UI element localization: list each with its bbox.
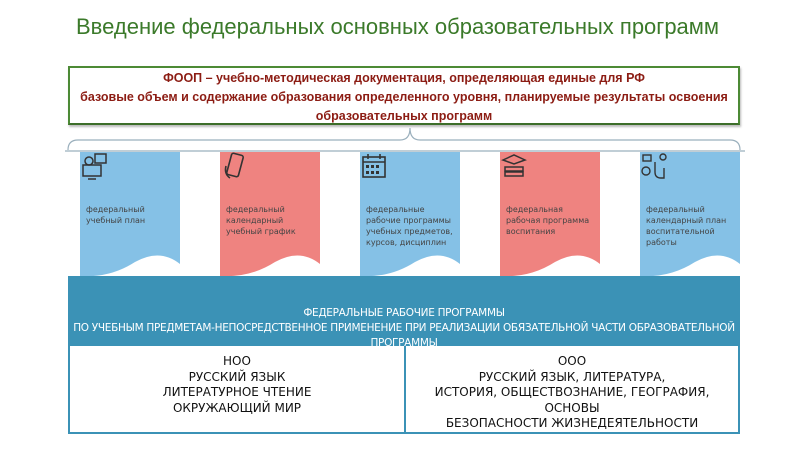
ooo-line: РУССКИЙ ЯЗЫК, ЛИТЕРАТУРА, <box>478 369 666 384</box>
band-subtitle: ПО УЧЕБНЫМ ПРЕДМЕТАМ-НЕПОСРЕДСТВЕННОЕ ПР… <box>73 322 735 349</box>
brace-connector <box>65 127 745 152</box>
component-ribbon: федеральный календарный план воспитатель… <box>640 152 740 278</box>
federal-programs-band: ФЕДЕРАЛЬНЫЕ РАБОЧИЕ ПРОГРАММЫ ПО УЧЕБНЫМ… <box>68 276 740 349</box>
ribbon-shape <box>80 152 180 277</box>
component-label: федеральная рабочая программа воспитания <box>506 205 590 236</box>
definition-line: ФООП – учебно-методическая документация,… <box>163 71 645 85</box>
ooo-line: ИСТОРИЯ, ОБЩЕСТВОЗНАНИЕ, ГЕОГРАФИЯ, ОСНО… <box>434 385 710 415</box>
calendar-icon <box>362 154 386 178</box>
smartphone-hand-icon <box>224 152 244 179</box>
ooo-line: БЕЗОПАСНОСТИ ЖИЗНЕДЕЯТЕЛЬНОСТИ <box>445 416 699 430</box>
component-ribbon: федеральная рабочая программа воспитания <box>500 152 600 278</box>
graduation-books-icon <box>501 154 527 177</box>
component-label: федеральный учебный план <box>86 205 146 225</box>
touch-network-icon <box>641 153 667 179</box>
noo-box: НОО РУССКИЙ ЯЗЫК ЛИТЕРАТУРНОЕ ЧТЕНИЕ ОКР… <box>68 346 405 434</box>
teacher-computer-icon <box>82 153 107 180</box>
component-ribbon: федеральный учебный план <box>80 152 180 278</box>
component-label: федеральный календарный учебный график <box>226 205 296 236</box>
ooo-line: ООО <box>557 354 587 368</box>
component-label: федеральные рабочие программы учебных пр… <box>366 205 453 247</box>
definition-box: ФООП – учебно-методическая документация,… <box>68 66 740 125</box>
noo-line: ЛИТЕРАТУРНОЕ ЧТЕНИЕ <box>162 385 312 399</box>
noo-line: НОО <box>223 354 251 368</box>
noo-line: РУССКИЙ ЯЗЫК <box>188 369 286 384</box>
band-title: ФЕДЕРАЛЬНЫЕ РАБОЧИЕ ПРОГРАММЫ <box>303 307 505 319</box>
slide-title: Введение федеральных основных образовате… <box>76 14 720 39</box>
definition-line: образовательных программ <box>315 109 493 123</box>
ribbon-shape <box>640 152 740 277</box>
noo-line: ОКРУЖАЮЩИЙ МИР <box>172 400 302 415</box>
component-ribbon: федеральный календарный учебный график <box>220 152 320 278</box>
ribbon-shape <box>220 152 320 277</box>
ribbon-shape <box>500 152 600 277</box>
definition-line: базовые объем и содержание образования о… <box>80 90 728 104</box>
component-label: федеральный календарный план воспитатель… <box>646 205 727 247</box>
ooo-box: ООО РУССКИЙ ЯЗЫК, ЛИТЕРАТУРА, ИСТОРИЯ, О… <box>405 346 740 434</box>
component-ribbon: федеральные рабочие программы учебных пр… <box>360 152 460 278</box>
ribbon-shape <box>360 152 460 277</box>
